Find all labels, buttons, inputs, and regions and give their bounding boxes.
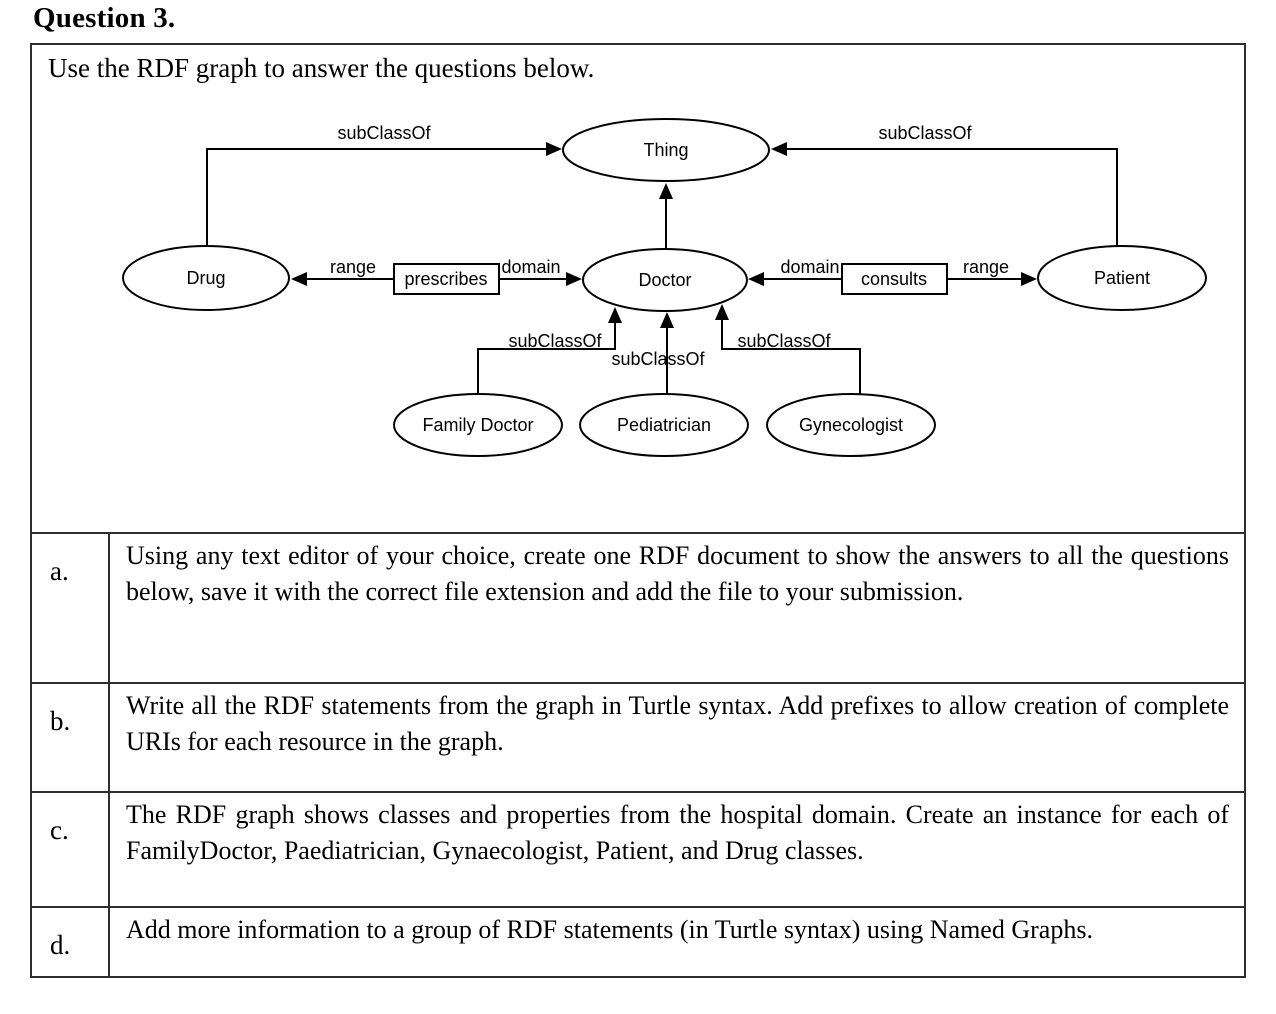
node-patient: [1037, 245, 1207, 311]
rdf-graph-diagram: Thing Drug Doctor Patient Family Doctor …: [122, 118, 1207, 457]
arrowhead: [660, 312, 674, 328]
intro-text: Use the RDF graph to answer the question…: [48, 53, 595, 83]
node-family-doctor: [393, 393, 563, 457]
page-title: Question 3.: [33, 2, 176, 34]
edge-label-subclassof-family-doctor: subClassOf: [508, 331, 602, 351]
node-doctor-label: Doctor: [638, 270, 691, 290]
node-drug: [122, 245, 290, 311]
node-doctor: [582, 248, 748, 312]
row-letter: a.: [32, 534, 110, 682]
diagram-node-labels: Thing Drug Doctor Patient Family Doctor …: [186, 140, 1150, 435]
node-thing: [562, 118, 770, 182]
arrowhead: [715, 304, 729, 320]
node-prescribes: [393, 263, 500, 295]
node-gynecologist-label: Gynecologist: [799, 415, 903, 435]
arrowhead: [291, 272, 307, 286]
arrowhead: [1021, 272, 1037, 286]
question-row-a: a. Using any text editor of your choice,…: [32, 532, 1244, 682]
node-consults: [841, 263, 948, 295]
arrowhead: [546, 142, 562, 156]
arrowhead: [659, 183, 673, 199]
diagram-edge-labels: subClassOf subClassOf range domain domai…: [330, 123, 1009, 369]
edge-label-domain-prescribes: domain: [501, 257, 560, 277]
diagram-nodes: [122, 118, 1207, 457]
row-text: Using any text editor of your choice, cr…: [126, 541, 1229, 606]
question-row-b: b. Write all the RDF statements from the…: [32, 682, 1244, 791]
edge-label-range-prescribes: range: [330, 257, 376, 277]
node-drug-label: Drug: [186, 268, 225, 288]
intro-row: Use the RDF graph to answer the question…: [32, 45, 1244, 532]
node-patient-label: Patient: [1094, 268, 1150, 288]
row-letter: c.: [32, 793, 110, 906]
node-pediatrician-label: Pediatrician: [617, 415, 711, 435]
row-text: The RDF graph shows classes and properti…: [126, 800, 1229, 865]
edge-label-subclassof-gynecologist: subClassOf: [737, 331, 831, 351]
node-family-doctor-label: Family Doctor: [422, 415, 533, 435]
node-pediatrician: [579, 393, 749, 457]
edge-label-subclassof-pediatrician: subClassOf: [611, 349, 705, 369]
question-table: Use the RDF graph to answer the question…: [30, 43, 1246, 978]
row-letter: d.: [32, 908, 110, 976]
question-row-c: c. The RDF graph shows classes and prope…: [32, 791, 1244, 906]
arrowhead: [771, 142, 787, 156]
node-prescribes-label: prescribes: [404, 269, 487, 289]
node-consults-label: consults: [861, 269, 927, 289]
edge-label-range-consults: range: [963, 257, 1009, 277]
row-text: Add more information to a group of RDF s…: [126, 915, 1093, 944]
arrowhead: [566, 272, 582, 286]
edge-label-subclassof-drug: subClassOf: [337, 123, 431, 143]
node-thing-label: Thing: [643, 140, 688, 160]
arrowhead: [748, 272, 764, 286]
diagram-edges: [206, 142, 1118, 394]
question-row-d: d. Add more information to a group of RD…: [32, 906, 1244, 976]
row-letter: b.: [32, 684, 110, 791]
edge-label-subclassof-patient: subClassOf: [878, 123, 972, 143]
arrowhead: [608, 307, 622, 323]
node-gynecologist: [766, 393, 936, 457]
edge-label-domain-consults: domain: [780, 257, 839, 277]
row-text: Write all the RDF statements from the gr…: [126, 691, 1229, 756]
